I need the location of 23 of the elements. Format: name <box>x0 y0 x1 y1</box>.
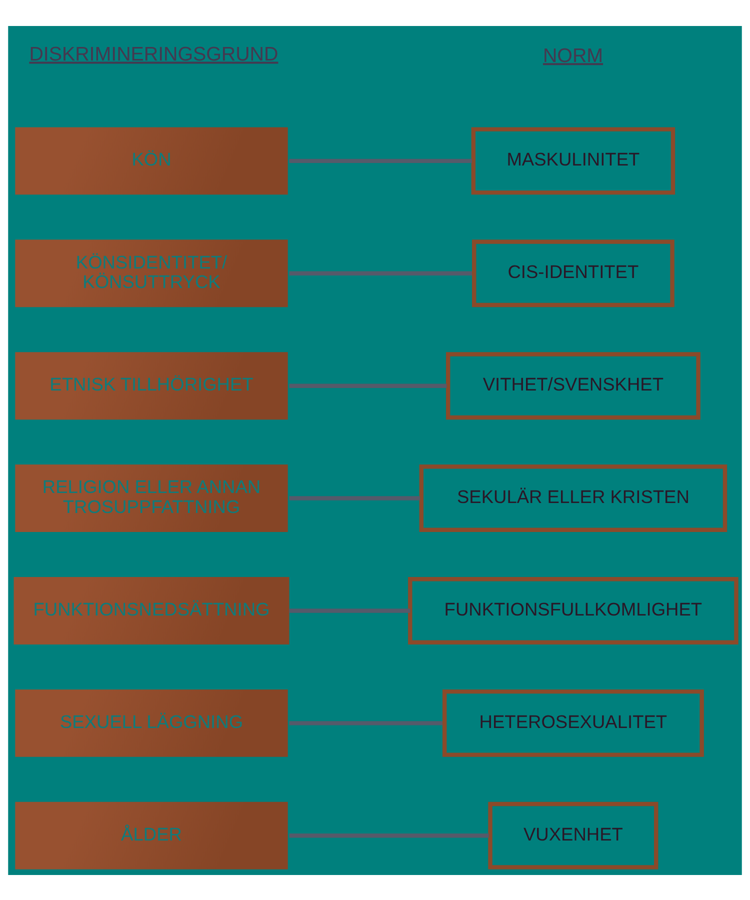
node-box: VUXENHET <box>488 801 658 869</box>
node-box: RELIGION ELLER ANNAN TROSUPPFATTNING <box>15 464 288 532</box>
node-box: MASKULINITET <box>471 126 676 194</box>
node-box: CIS-IDENTITET <box>472 239 674 307</box>
node-box: SEKULÄR ELLER KRISTEN <box>419 464 728 532</box>
node-box: KÖNSIDENTITET/ KÖNSUTTRYCK <box>15 239 288 307</box>
connector <box>289 608 410 612</box>
node-box: HETEROSEXUALITET <box>442 688 704 756</box>
connector <box>289 720 442 725</box>
node-box: SEXUELL LÄGGNING <box>15 688 288 756</box>
connector <box>289 270 472 275</box>
label: DISKRIMINERINGSGRUND <box>29 43 278 66</box>
node-box: FUNKTIONSFULLKOMLIGHET <box>408 576 738 644</box>
label: NORM <box>542 44 604 67</box>
connector <box>289 158 472 163</box>
node-box: KÖN <box>15 126 288 194</box>
node-box: FUNKTIONSNEDSÄTTNING <box>14 576 290 644</box>
connector <box>289 383 447 388</box>
node-box: ÅLDER <box>15 801 288 869</box>
node-box: ETNISK TILLHÖRIGHET <box>15 352 288 420</box>
connector <box>289 833 489 838</box>
node-box: VITHET/SVENSKHET <box>446 352 700 420</box>
connector <box>289 496 420 500</box>
